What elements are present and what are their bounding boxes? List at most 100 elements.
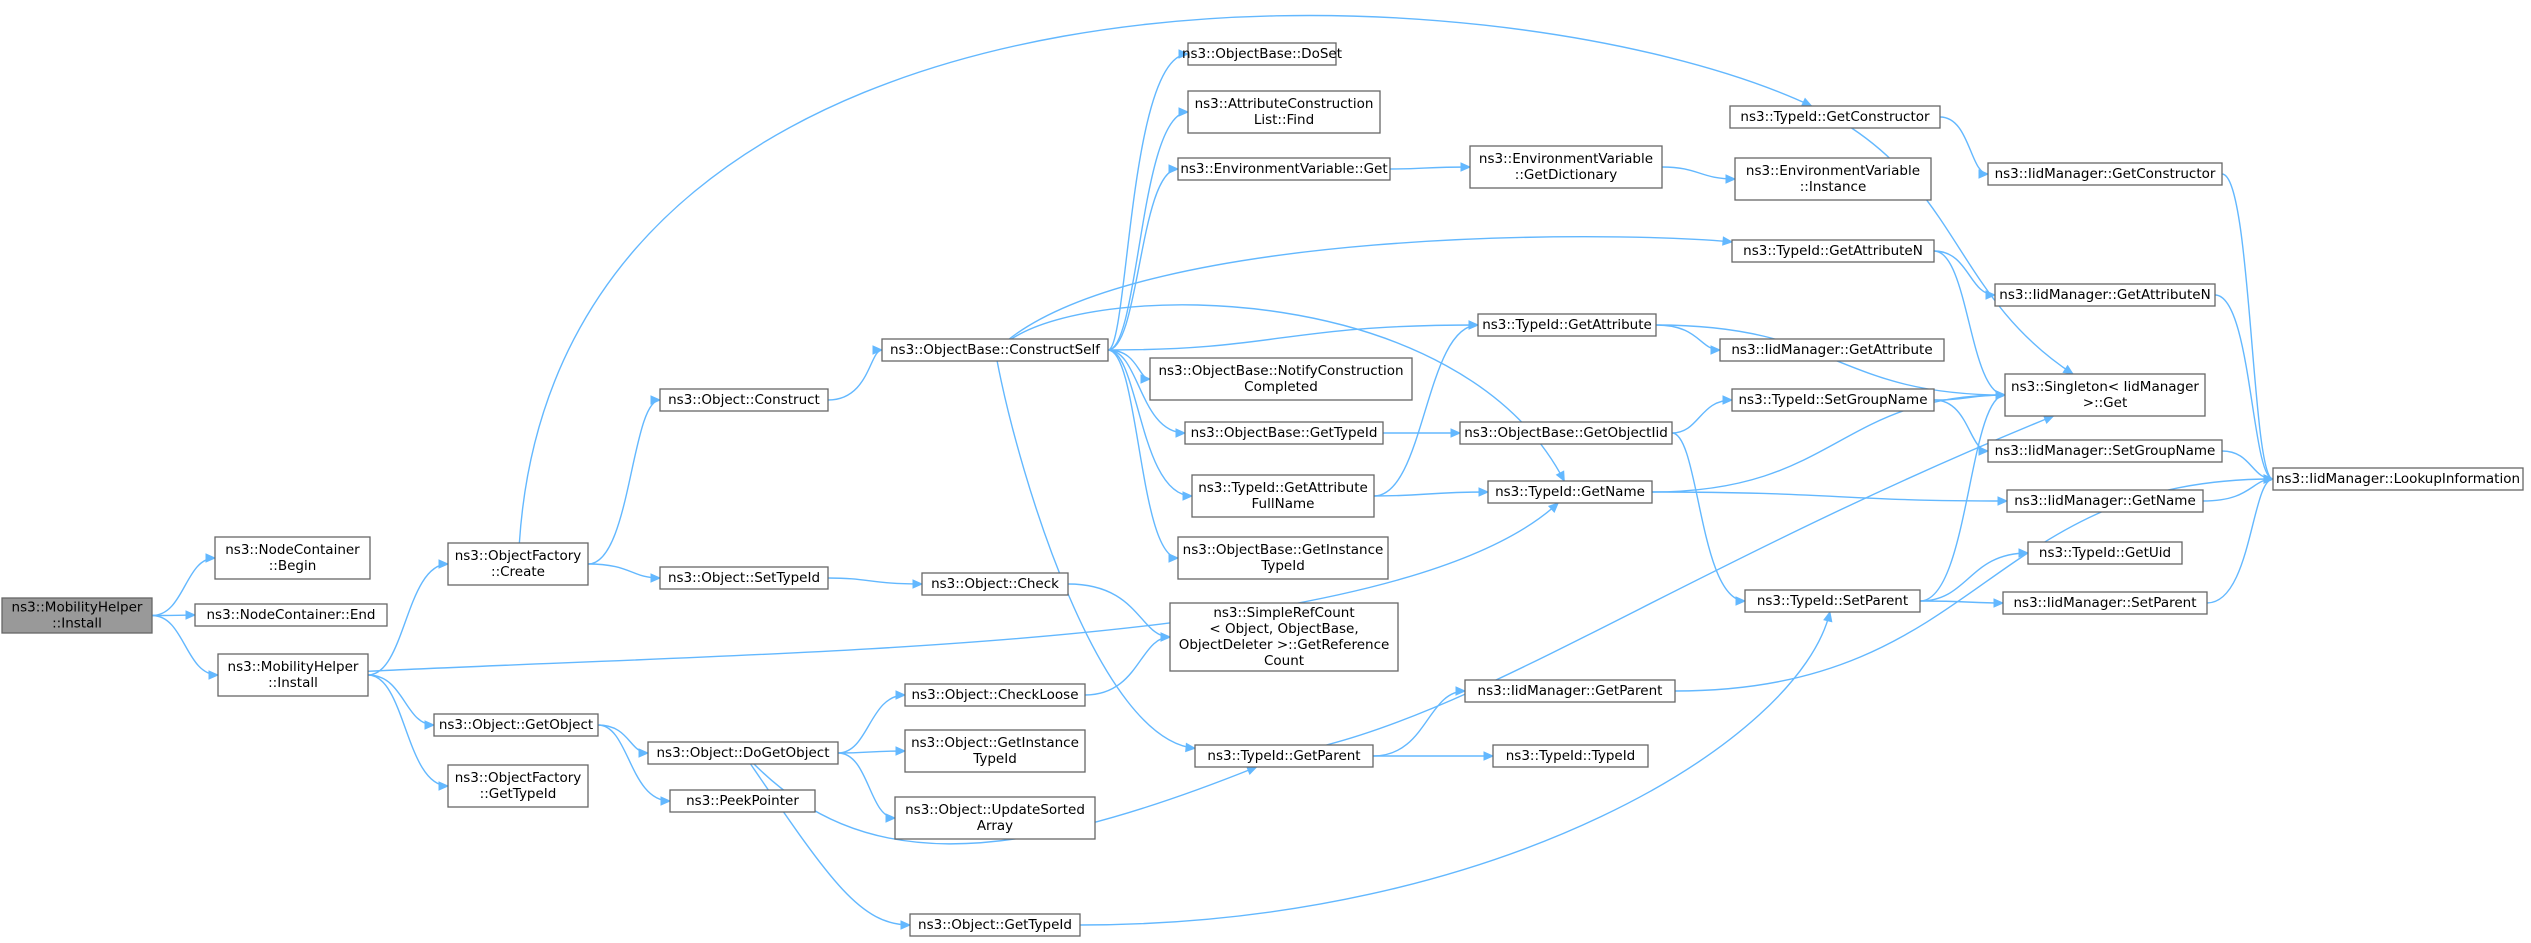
edge-arrowhead xyxy=(1468,320,1480,330)
node-label: ns3::PeekPointer xyxy=(686,793,799,809)
edge-arrowhead xyxy=(1483,751,1495,761)
node-label: ns3::ObjectFactory xyxy=(455,548,582,564)
node-obj-settypeid[interactable]: ns3::Object::SetTypeId xyxy=(659,566,829,590)
node-tid-getconstructor[interactable]: ns3::TypeId::GetConstructor xyxy=(1729,105,1941,129)
edge-arrowhead xyxy=(900,920,912,930)
call-edge-tid_setparent-to-singleton_get xyxy=(1919,390,2007,602)
node-obj-check[interactable]: ns3::Object::Check xyxy=(921,572,1069,596)
edge-line xyxy=(1919,552,2029,602)
node-tid-getuid[interactable]: ns3::TypeId::GetUid xyxy=(2027,541,2183,565)
node-ob-gettypeid[interactable]: ns3::ObjectBase::GetTypeId xyxy=(1184,421,1384,445)
node-root[interactable]: ns3::MobilityHelper::Install xyxy=(1,597,153,634)
edge-arrowhead xyxy=(912,579,924,589)
node-iid-lookup[interactable]: ns3::IidManager::LookupInformation xyxy=(2272,467,2524,491)
call-edge-ob_constructself-to-ob_doset xyxy=(1107,49,1190,351)
node-tid-getparent[interactable]: ns3::TypeId::GetParent xyxy=(1194,744,1374,768)
function-nodes: ns3::MobilityHelper::Install ns3::NodeCon… xyxy=(1,42,2524,937)
node-box xyxy=(1734,157,1932,201)
node-ob-doset[interactable]: ns3::ObjectBase::DoSet xyxy=(1182,42,1342,66)
edge-line xyxy=(518,14,1812,544)
node-obj-getobject[interactable]: ns3::Object::GetObject xyxy=(433,713,599,737)
node-ob-getobjectiid[interactable]: ns3::ObjectBase::GetObjectIid xyxy=(1459,421,1673,445)
edge-arrowhead xyxy=(895,746,907,756)
node-box xyxy=(1744,589,1921,613)
call-edge-obj_dogetobject-to-obj_updatesorted xyxy=(837,752,897,823)
edge-line xyxy=(1933,250,2006,396)
node-iid-setgroupname[interactable]: ns3::IidManager::SetGroupName xyxy=(1987,439,2223,463)
edge-line xyxy=(367,502,1559,673)
node-iid-getconstructor[interactable]: ns3::IidManager::GetConstructor xyxy=(1987,162,2223,186)
node-box xyxy=(1191,474,1375,518)
edge-arrowhead xyxy=(1168,164,1180,174)
node-mh-install[interactable]: ns3::MobilityHelper::Install xyxy=(217,653,369,697)
node-of-gettypeid[interactable]: ns3::ObjectFactory::GetTypeId xyxy=(447,764,589,808)
node-obj-checkloose[interactable]: ns3::Object::CheckLoose xyxy=(904,683,1086,707)
node-peekpointer[interactable]: ns3::PeekPointer xyxy=(669,789,816,813)
node-ob-constructself[interactable]: ns3::ObjectBase::ConstructSelf xyxy=(881,338,1109,362)
node-obj-gettypeid[interactable]: ns3::Object::GetTypeId xyxy=(909,913,1081,937)
node-iid-getname[interactable]: ns3::IidManager::GetName xyxy=(2006,489,2204,513)
node-of-create[interactable]: ns3::ObjectFactory::Create xyxy=(447,542,589,586)
node-ev-get[interactable]: ns3::EnvironmentVariable::Get xyxy=(1177,157,1391,181)
edge-line xyxy=(827,349,883,401)
node-box xyxy=(2272,467,2524,491)
node-iid-getattributen[interactable]: ns3::IidManager::GetAttributeN xyxy=(1994,283,2216,307)
edge-arrowhead xyxy=(2263,474,2275,484)
node-label: ns3::IidManager::GetConstructor xyxy=(1995,166,2216,182)
edge-line xyxy=(1389,166,1471,170)
node-tid-typeid[interactable]: ns3::TypeId::TypeId xyxy=(1492,744,1649,768)
node-label: ns3::TypeId::GetName xyxy=(1495,484,1645,500)
node-tid-setgroupname[interactable]: ns3::TypeId::SetGroupName xyxy=(1731,388,1935,412)
node-tid-getattributen[interactable]: ns3::TypeId::GetAttributeN xyxy=(1731,239,1935,263)
call-edge-ob_constructself-to-tid_getattrfullname xyxy=(1107,349,1194,501)
node-label: ns3::IidManager::SetParent xyxy=(2014,595,2197,611)
node-label: List::Find xyxy=(1254,112,1314,128)
node-label: ns3::EnvironmentVariable::Get xyxy=(1180,161,1387,177)
node-tid-getattribute[interactable]: ns3::TypeId::GetAttribute xyxy=(1477,313,1657,337)
call-edge-mh_install-to-obj_getobject xyxy=(367,674,436,730)
node-ev-getdict[interactable]: ns3::EnvironmentVariable::GetDictionary xyxy=(1469,145,1663,189)
edge-arrowhead xyxy=(1735,596,1747,606)
node-box xyxy=(2002,591,2208,615)
call-edge-ob_constructself-to-ob_getinstancetypeid xyxy=(1107,349,1180,563)
node-nc-end[interactable]: ns3::NodeContainer::End xyxy=(194,603,388,627)
edge-line xyxy=(996,360,1196,749)
node-iid-getattribute[interactable]: ns3::IidManager::GetAttribute xyxy=(1719,338,1945,362)
edge-arrowhead xyxy=(1978,169,1990,179)
node-iid-setparent[interactable]: ns3::IidManager::SetParent xyxy=(2002,591,2208,615)
node-ev-instance[interactable]: ns3::EnvironmentVariable::Instance xyxy=(1734,157,1932,201)
node-box xyxy=(909,913,1081,937)
edge-line xyxy=(1107,349,1186,434)
edge-arrowhead xyxy=(1978,446,1990,456)
call-edge-tid_getname-to-iid_getname xyxy=(1651,491,2009,506)
node-obj-construct[interactable]: ns3::Object::Construct xyxy=(659,388,829,412)
edge-line xyxy=(597,724,671,802)
call-edge-obj_checkloose-to-src_getrefcount xyxy=(1084,632,1172,696)
call-edge-iid_getconstructor-to-iid_lookup xyxy=(2221,173,2275,484)
node-singleton-get[interactable]: ns3::Singleton< IidManager >::Get xyxy=(2004,373,2206,417)
node-tid-setparent[interactable]: ns3::TypeId::SetParent xyxy=(1744,589,1921,613)
node-ob-notify[interactable]: ns3::ObjectBase::NotifyConstructionCompl… xyxy=(1149,357,1413,401)
node-src-getrefcount[interactable]: ns3::SimpleRefCount< Object, ObjectBase,… xyxy=(1169,602,1399,672)
node-tid-getname[interactable]: ns3::TypeId::GetName xyxy=(1487,480,1653,504)
edge-line xyxy=(749,763,911,926)
edge-line xyxy=(1933,399,1989,452)
node-obj-dogetobject[interactable]: ns3::Object::DoGetObject xyxy=(647,741,839,765)
node-box xyxy=(1149,357,1413,401)
node-label: ns3::IidManager::GetParent xyxy=(1478,683,1663,699)
edge-arrowhead xyxy=(438,781,450,791)
call-edge-of_create-to-obj_construct xyxy=(587,395,662,565)
node-iid-getparent[interactable]: ns3::IidManager::GetParent xyxy=(1464,679,1676,703)
node-box xyxy=(1459,421,1673,445)
edge-line xyxy=(837,752,896,819)
node-box xyxy=(1487,480,1653,504)
node-box xyxy=(433,713,599,737)
node-nc-begin[interactable]: ns3::NodeContainer::Begin xyxy=(214,536,371,580)
node-box xyxy=(1177,157,1391,181)
